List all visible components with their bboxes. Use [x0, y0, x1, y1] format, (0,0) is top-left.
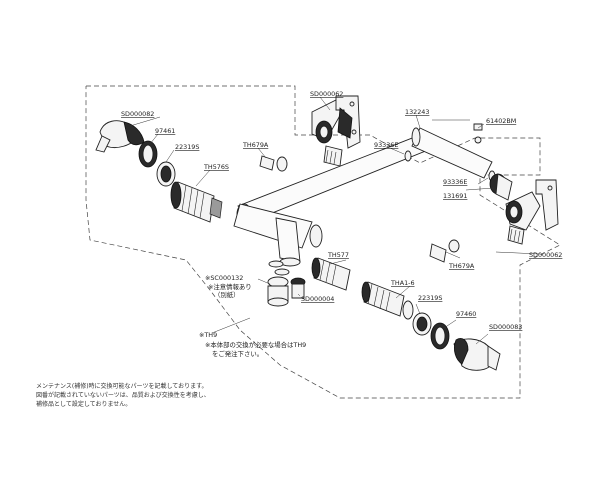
elbow-sd000062-right — [505, 179, 559, 245]
label-sd000004: SD000004 — [301, 295, 334, 303]
washer-93336e-top — [404, 150, 412, 162]
label-97461: 97461 — [155, 127, 175, 135]
label-97460: 97460 — [456, 310, 476, 318]
label-sd000083: SD000083 — [489, 323, 522, 331]
handle-sd000082 — [95, 120, 145, 153]
ring-97461 — [138, 140, 158, 168]
screw-61402bm — [473, 123, 483, 144]
label-sc000132-note2: （別紙） — [214, 290, 240, 299]
assembly-outline — [85, 85, 561, 399]
label-th9: ※TH9 — [199, 331, 217, 339]
label-sc000132-note1: ※注意情報あり — [208, 282, 252, 291]
label-61402bm: 61402BM — [486, 117, 516, 125]
footer-note-line2: 図番が記載されていないパーツは、品質および交換性を考慮し、 — [36, 391, 210, 399]
label-th9-note1: ※本体部の交換が必要な場合はTH9 — [205, 340, 306, 349]
label-132243: 132243 — [405, 108, 429, 116]
part-th679a-right — [429, 239, 460, 263]
part-sc000132 — [267, 260, 290, 307]
footer-note-line3: 補修品として設定しておりません。 — [36, 400, 131, 408]
part-th679a-left — [259, 155, 288, 172]
footer-note-line1: メンテナンス(補修)時に交換可能なパーツを記載しております。 — [36, 382, 207, 390]
label-sd000062-top: SD000062 — [310, 90, 343, 98]
elbow-131691 — [489, 173, 513, 201]
cartridge-th576s — [170, 181, 223, 223]
part-tha1-6 — [361, 281, 414, 320]
handle-sd000083 — [453, 338, 501, 371]
label-131691: 131691 — [443, 192, 467, 200]
label-93336e-top: 93336E — [374, 141, 398, 149]
label-th679a-left: TH679A — [242, 141, 269, 149]
label-th577: TH577 — [327, 251, 349, 259]
pipe-132243 — [411, 119, 493, 179]
label-sd000082: SD000082 — [121, 110, 154, 118]
nut-22319s-bottom — [412, 312, 432, 336]
part-sd000004 — [290, 277, 306, 299]
nut-22319s-top — [156, 161, 176, 187]
label-22319s-top: 22319S — [175, 143, 199, 151]
cartridge-th577 — [311, 257, 351, 291]
label-th679a-right: TH679A — [448, 262, 475, 270]
ring-97460 — [430, 322, 450, 350]
label-93336e-right: 93336E — [443, 178, 467, 186]
label-th576s: TH576S — [203, 163, 229, 171]
label-sd000062-right: SD000062 — [529, 251, 562, 259]
label-th9-note2: をご発注下さい。 — [212, 349, 263, 358]
label-22319s-bottom: 22319S — [418, 294, 442, 302]
elbow-sd000062-top — [311, 95, 361, 167]
label-tha1-6: THA1-6 — [390, 279, 415, 287]
leader-lines — [129, 96, 541, 345]
label-sc000132: ※SC000132 — [205, 274, 243, 282]
main-body — [233, 134, 429, 267]
